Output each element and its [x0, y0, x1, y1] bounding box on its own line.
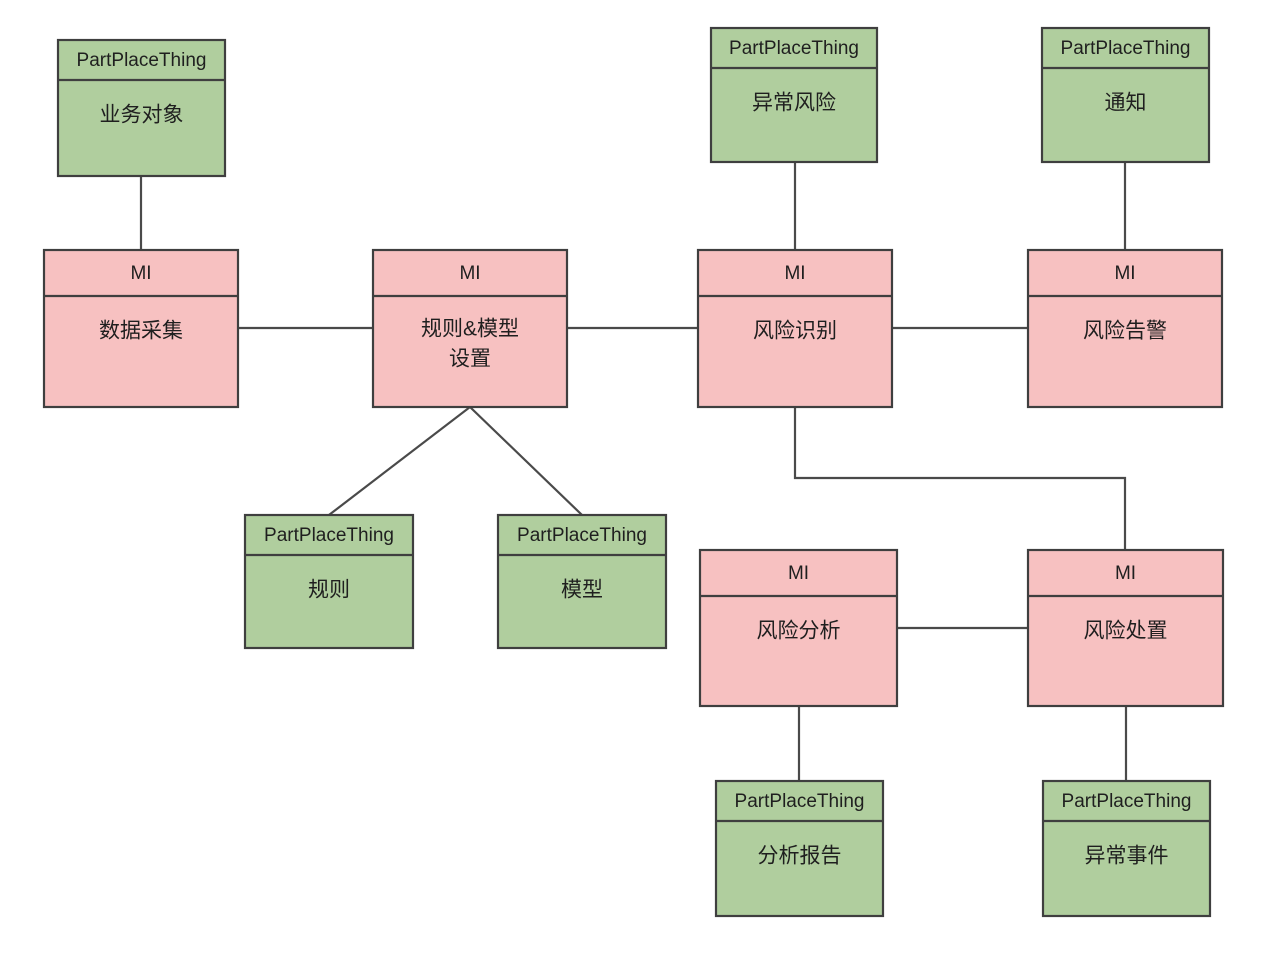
node-name-data-collection: 数据采集 [99, 320, 183, 343]
node-body-notification [1040, 26, 1211, 164]
node-model[interactable]: PartPlaceThing 模型 [496, 513, 668, 650]
node-stereotype-rule-model-setting: MI [459, 263, 480, 284]
node-name-risk-identification: 风险识别 [753, 320, 837, 343]
edge-risk-identification--risk-disposal [793, 405, 1127, 552]
node-name-risk-analysis: 风险分析 [757, 620, 841, 643]
node-rule[interactable]: PartPlaceThing 规则 [243, 513, 415, 650]
node-stereotype-rule: PartPlaceThing [264, 525, 394, 546]
node-risk-alert[interactable]: MI 风险告警 [1026, 248, 1224, 409]
node-stereotype-abnormal-event: PartPlaceThing [1062, 791, 1192, 812]
node-name-notification: 通知 [1105, 92, 1147, 115]
node-body-risk-analysis [698, 548, 899, 708]
node-name-rule-model-setting: 设置 [449, 348, 491, 371]
node-body-risk-disposal [1026, 548, 1225, 708]
node-name-rule: 规则 [308, 579, 350, 602]
nodes-layer: PartPlaceThing业务对象PartPlaceThing异常风险Part… [42, 26, 1225, 918]
node-stereotype-risk-disposal: MI [1115, 563, 1136, 584]
node-stereotype-notification: PartPlaceThing [1061, 38, 1191, 59]
node-body-risk-identification [696, 248, 894, 409]
node-data-collection[interactable]: MI 数据采集 [42, 248, 240, 409]
node-name-risk-disposal: 风险处置 [1084, 620, 1168, 643]
edges-layer [139, 160, 1128, 783]
node-stereotype-analysis-report: PartPlaceThing [735, 791, 865, 812]
node-stereotype-risk-alert: MI [1114, 263, 1135, 284]
node-abnormal-risk[interactable]: PartPlaceThing 异常风险 [709, 26, 879, 164]
node-body-model [496, 513, 668, 650]
edge-rule-model-setting--rule [327, 405, 472, 517]
node-analysis-report[interactable]: PartPlaceThing 分析报告 [714, 779, 885, 918]
node-body-analysis-report [714, 779, 885, 918]
node-name-risk-alert: 风险告警 [1083, 320, 1167, 343]
node-risk-identification[interactable]: MI 风险识别 [696, 248, 894, 409]
node-body-abnormal-event [1041, 779, 1212, 918]
node-body-business-object [56, 38, 227, 178]
node-name-analysis-report: 分析报告 [758, 845, 842, 868]
node-name-model: 模型 [561, 579, 603, 602]
node-name-abnormal-event: 异常事件 [1085, 845, 1169, 868]
node-abnormal-event[interactable]: PartPlaceThing 异常事件 [1041, 779, 1212, 918]
node-body-rule [243, 513, 415, 650]
node-body-risk-alert [1026, 248, 1224, 409]
node-stereotype-abnormal-risk: PartPlaceThing [729, 38, 859, 59]
node-body-rule-model-setting [371, 248, 569, 409]
node-notification[interactable]: PartPlaceThing 通知 [1040, 26, 1211, 164]
node-stereotype-risk-analysis: MI [788, 563, 809, 584]
node-body-abnormal-risk [709, 26, 879, 164]
node-name-rule-model-setting: 规则&模型 [421, 318, 519, 341]
node-name-business-object: 业务对象 [100, 104, 184, 127]
node-risk-disposal[interactable]: MI 风险处置 [1026, 548, 1225, 708]
node-name-abnormal-risk: 异常风险 [752, 92, 836, 115]
node-stereotype-data-collection: MI [130, 263, 151, 284]
node-business-object[interactable]: PartPlaceThing 业务对象 [56, 38, 227, 178]
node-stereotype-model: PartPlaceThing [517, 525, 647, 546]
node-risk-analysis[interactable]: MI 风险分析 [698, 548, 899, 708]
node-stereotype-business-object: PartPlaceThing [77, 50, 207, 71]
edge-rule-model-setting--model [468, 405, 584, 517]
node-stereotype-risk-identification: MI [784, 263, 805, 284]
node-body-data-collection [42, 248, 240, 409]
